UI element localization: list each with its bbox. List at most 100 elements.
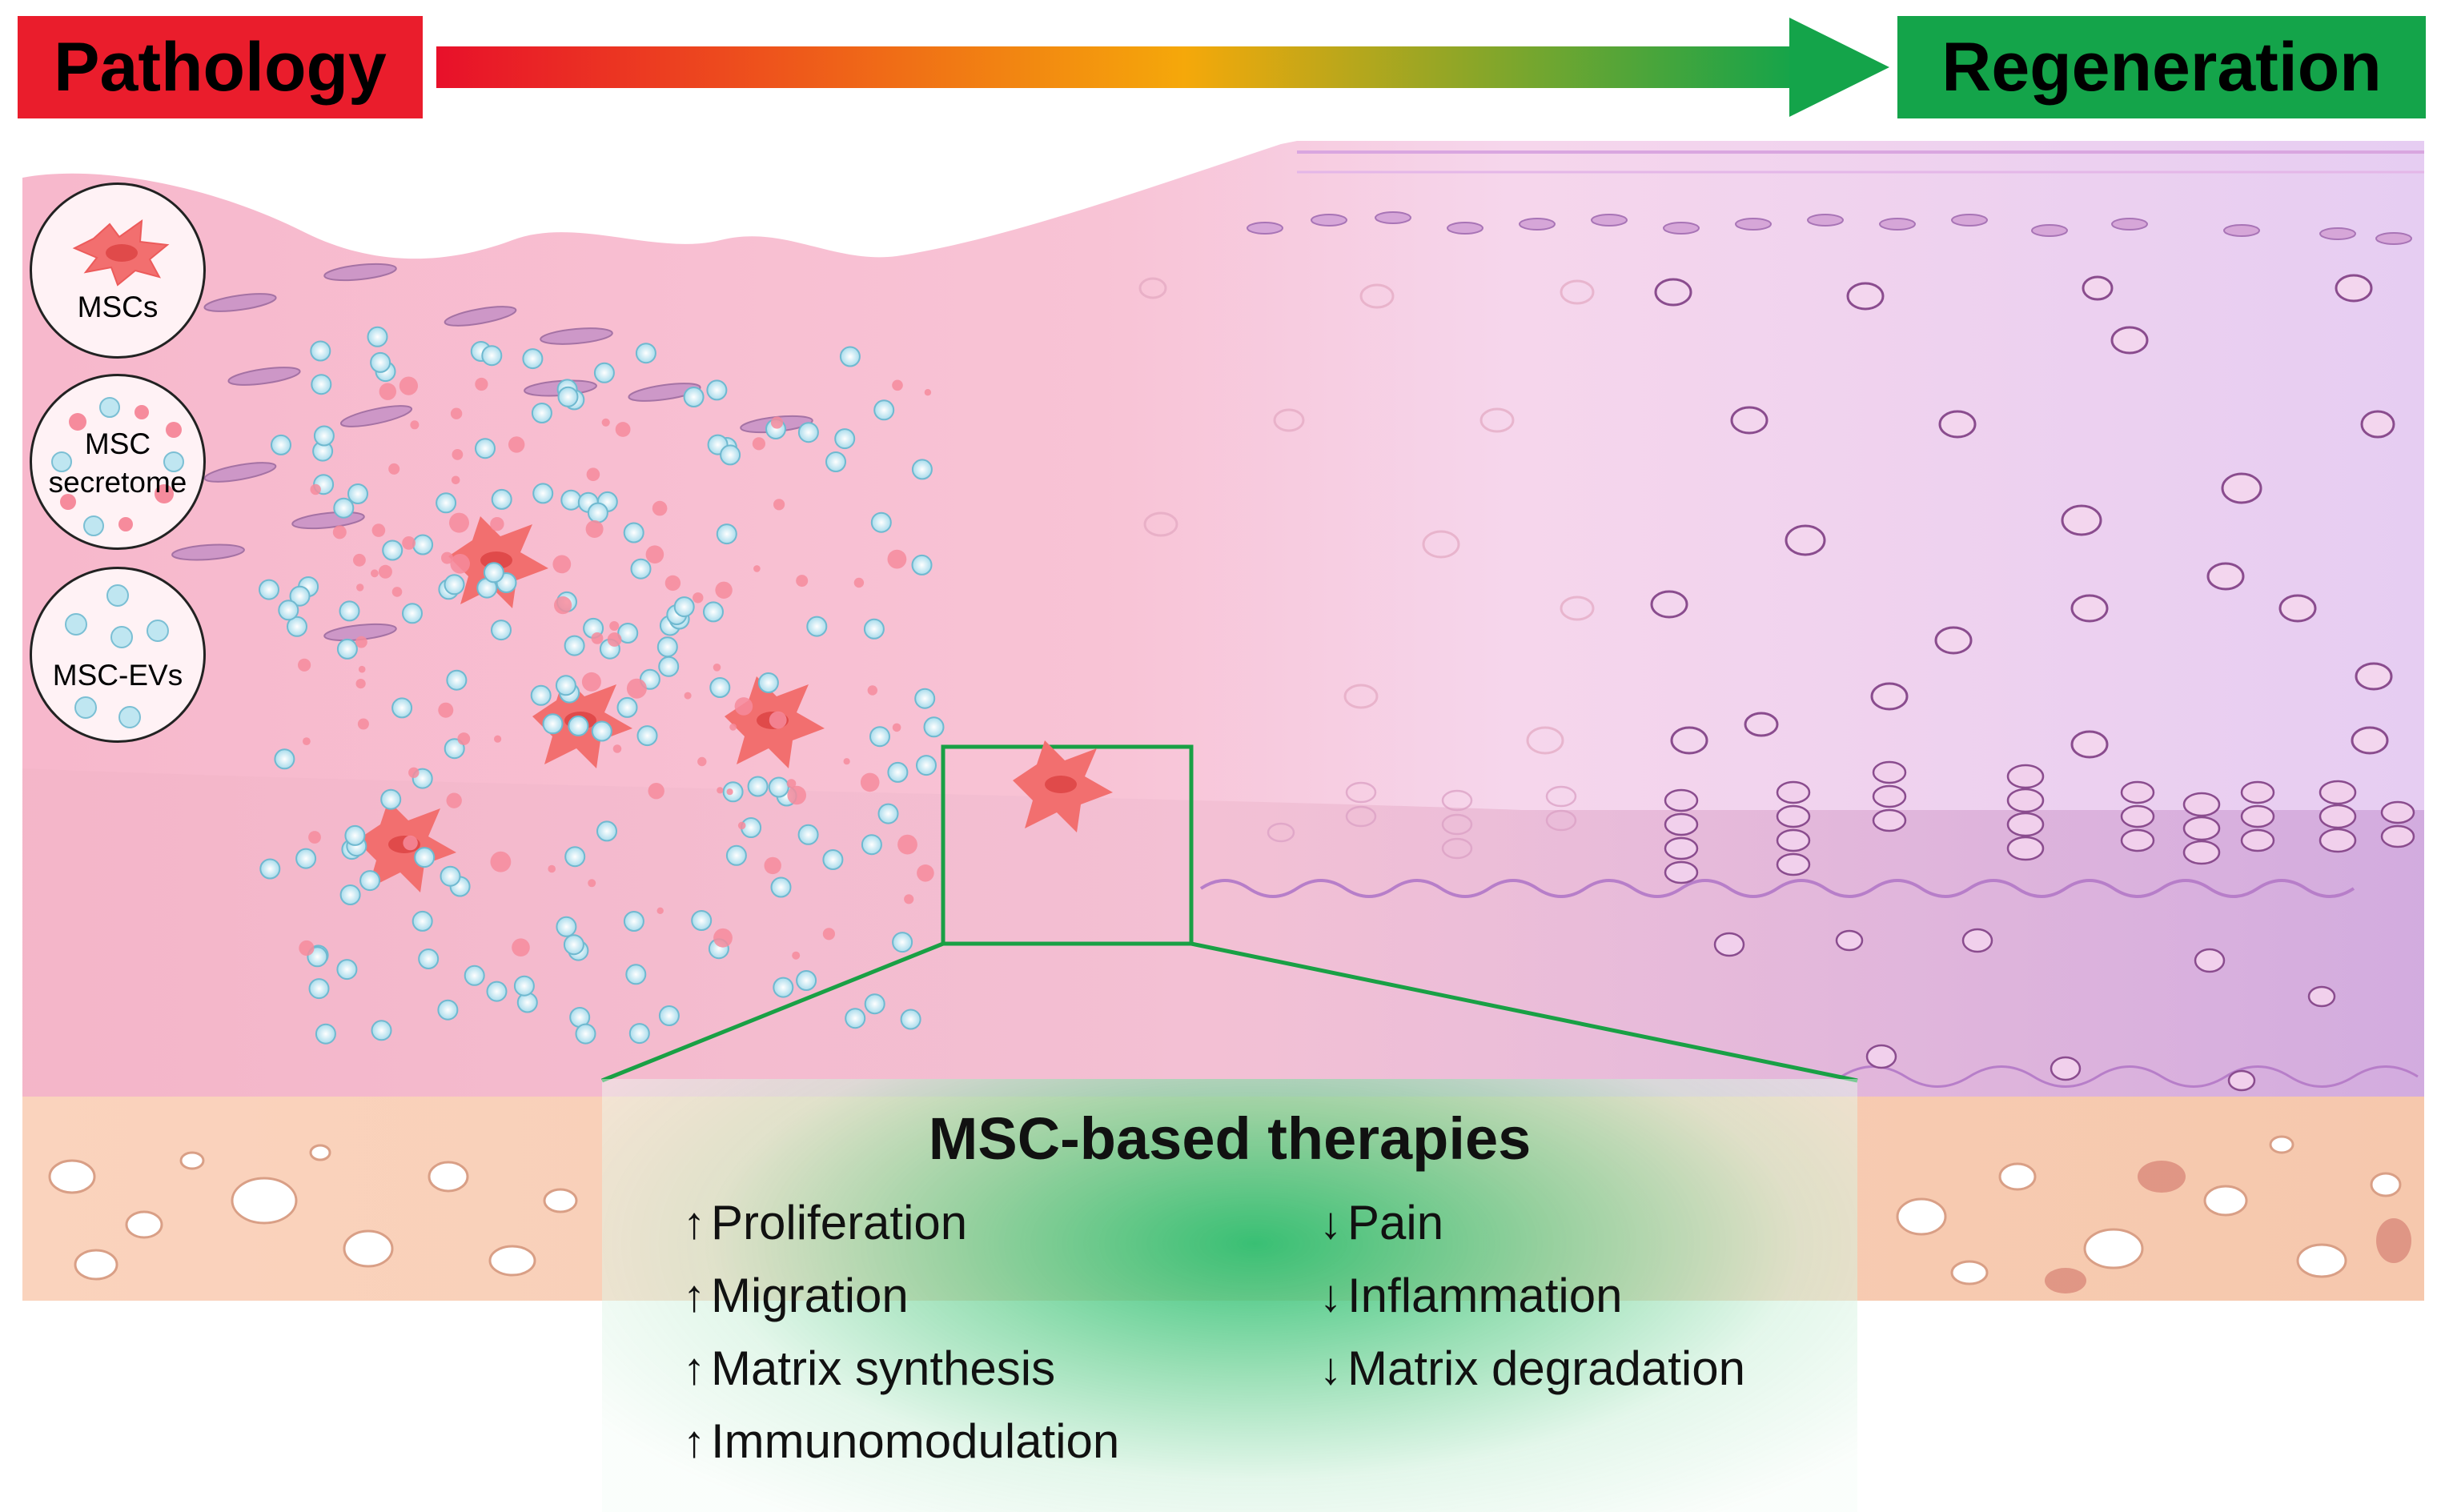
secretome-droplet <box>822 928 835 940</box>
ev-particle <box>892 932 913 953</box>
effect-migration: ↑ Migration <box>682 1268 909 1323</box>
secretome-droplet <box>388 463 400 475</box>
ev-particle <box>575 1023 596 1045</box>
legend-secretome-line1: MSC <box>84 427 151 460</box>
ev-particle <box>900 1009 921 1030</box>
ev-particle <box>877 803 899 824</box>
ev-particle <box>380 788 402 810</box>
ev-particle <box>532 483 554 504</box>
ev-particle <box>481 345 503 367</box>
ev-particle <box>531 403 552 423</box>
ev-particle <box>542 713 564 735</box>
secretome-droplet <box>764 856 781 875</box>
secretome-droplet <box>770 416 784 429</box>
ev-particle <box>370 351 391 373</box>
secretome-droplet <box>715 581 733 599</box>
secretome-droplet <box>897 834 917 855</box>
ev-particle <box>757 672 779 693</box>
ev-particle <box>278 600 299 621</box>
ev-particle <box>834 428 856 450</box>
ev-particle <box>864 993 885 1015</box>
ev-particle <box>873 399 895 421</box>
ev-particle <box>530 684 552 706</box>
ev-particle <box>623 522 644 543</box>
ev-particle <box>861 834 882 856</box>
ev-particle <box>796 970 817 991</box>
secretome-droplet <box>853 577 865 588</box>
msc-cell <box>1013 740 1113 832</box>
effect-label: Immunomodulation <box>711 1414 1120 1468</box>
ev-particle <box>402 603 423 624</box>
secretome-droplet <box>358 665 366 673</box>
secretome-droplet <box>554 596 572 615</box>
secretome-droplet <box>591 632 604 644</box>
ev-particle <box>797 824 819 845</box>
secretome-droplet <box>615 422 631 437</box>
ev-particle <box>414 847 436 868</box>
ev-particle <box>720 444 741 466</box>
secretome-droplet <box>452 449 464 460</box>
secretome-droplet <box>353 553 366 567</box>
secretome-droplet <box>490 851 512 872</box>
ev-particle <box>382 539 403 561</box>
secretome-droplet <box>308 831 321 844</box>
secretome-droplet <box>371 569 379 578</box>
ev-particle <box>295 848 317 869</box>
secretome-droplet <box>786 779 797 788</box>
effect-label: Matrix degradation <box>1347 1342 1745 1395</box>
ev-particle <box>412 534 434 555</box>
ev-particle <box>911 459 933 480</box>
ev-particle <box>259 858 281 880</box>
effect-matrix-degradation: ↓ Matrix degradation <box>1319 1341 1745 1396</box>
ev-particle <box>310 340 331 362</box>
secretome-droplet <box>904 894 914 904</box>
ev-particle <box>709 677 731 698</box>
ev-particle <box>839 346 861 367</box>
progression-arrow <box>436 18 1889 117</box>
secretome-droplet <box>693 592 704 604</box>
ev-particle <box>446 669 468 691</box>
ev-particle <box>436 492 457 514</box>
ev-particle <box>444 574 465 596</box>
down-arrow-icon: ↓ <box>1319 1197 1342 1248</box>
ev-particle <box>563 934 584 956</box>
legend-evs: MSC-EVs <box>30 567 206 743</box>
secretome-droplet <box>652 500 668 516</box>
ev-particle <box>635 343 656 364</box>
ev-particle <box>869 726 890 748</box>
ev-particle <box>616 696 638 718</box>
secretome-droplet <box>645 545 664 563</box>
ev-particle <box>367 326 388 347</box>
secretome-icon <box>51 397 184 536</box>
secretome-droplet <box>753 565 761 572</box>
therapy-title: MSC-based therapies <box>928 1105 1532 1172</box>
secretome-droplet <box>299 940 315 957</box>
ev-particle <box>587 502 608 523</box>
ev-particle <box>347 483 368 504</box>
secretome-droplet <box>769 711 787 729</box>
secretome-droplet <box>581 672 601 692</box>
effect-label: Migration <box>711 1269 909 1322</box>
ev-particle <box>628 1023 650 1045</box>
ev-particle <box>911 554 933 576</box>
ev-particle <box>568 715 589 736</box>
extracellular-vesicle-icon <box>65 584 169 728</box>
ev-particle <box>914 688 936 709</box>
ev-particle <box>770 876 792 898</box>
ev-particle <box>773 977 794 998</box>
ev-particle <box>339 600 360 622</box>
ev-particle <box>673 596 695 618</box>
secretome-droplet <box>494 735 502 743</box>
secretome-droplet <box>548 864 556 873</box>
secretome-droplet <box>787 785 806 805</box>
effect-immunomodulation: ↑ Immunomodulation <box>682 1414 1119 1469</box>
secretome-droplet <box>475 377 488 391</box>
ev-particle <box>418 949 440 969</box>
ev-particle <box>560 489 582 511</box>
ev-particle <box>289 585 311 607</box>
effect-label: Inflammation <box>1347 1269 1623 1322</box>
ev-particle <box>716 523 737 545</box>
secretome-droplet <box>713 928 733 948</box>
secretome-droplet <box>648 783 664 800</box>
ev-particle <box>513 975 535 997</box>
